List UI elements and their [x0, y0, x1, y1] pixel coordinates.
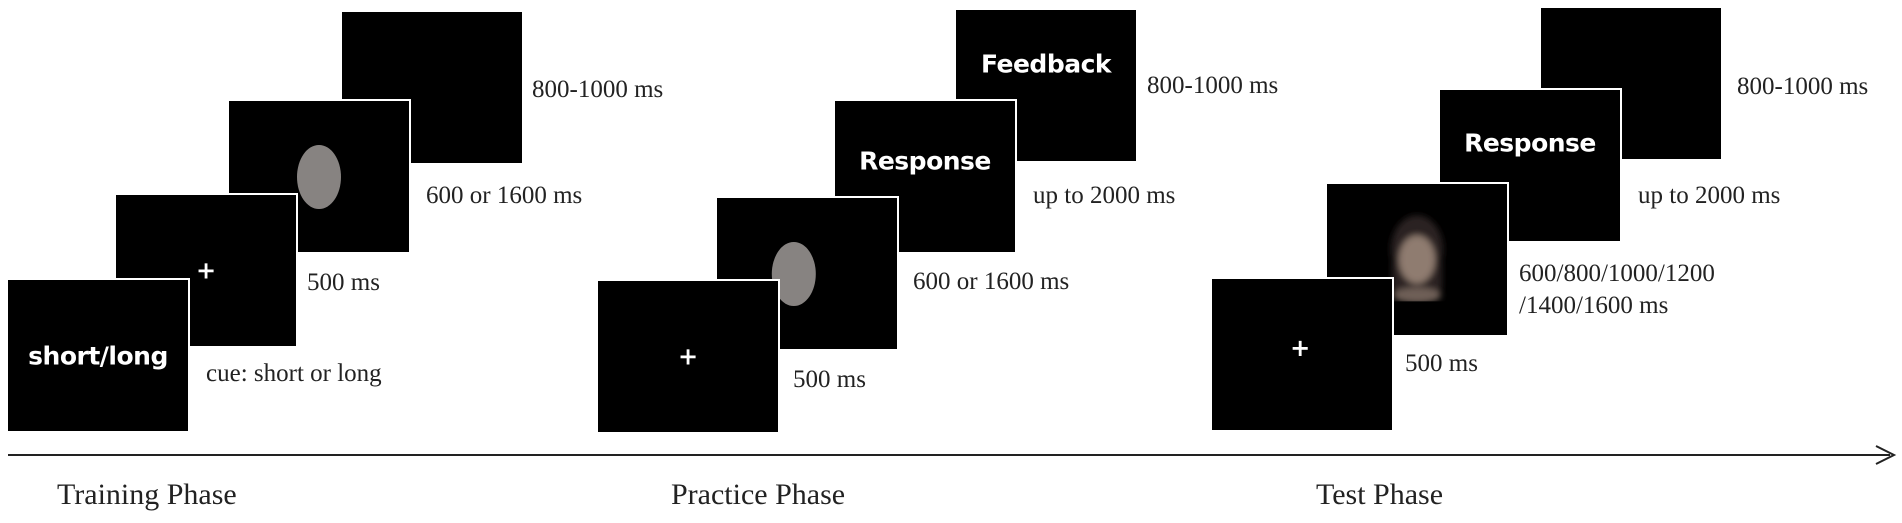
response-label: Response [1464, 128, 1596, 158]
fixation-cross-icon: + [1290, 333, 1311, 362]
gray-oval-icon [297, 144, 341, 209]
test-timing-response: up to 2000 ms [1638, 182, 1781, 209]
test-timing-face-line1: 600/800/1000/1200 [1519, 260, 1715, 287]
training-timing-blank: 800-1000 ms [532, 76, 664, 103]
training-cue-screen: short/long [6, 278, 190, 433]
practice-phase-label: Practice Phase [671, 478, 846, 511]
timeline-arrow-icon [8, 445, 1897, 465]
test-timing-blank: 800-1000 ms [1737, 73, 1869, 100]
training-timing-oval: 600 or 1600 ms [426, 182, 583, 209]
test-fixation-screen: + [1210, 277, 1394, 432]
practice-fixation-screen: + [596, 279, 780, 434]
practice-feedback-screen: Feedback [954, 8, 1138, 163]
response-label: Response [859, 146, 991, 176]
fixation-cross-icon: + [677, 341, 699, 370]
training-timing-fixation: 500 ms [307, 269, 380, 296]
test-phase-label: Test Phase [1316, 478, 1444, 511]
fixation-cross-icon: + [195, 255, 217, 284]
test-timing-fixation: 500 ms [1405, 350, 1478, 377]
feedback-label: Feedback [980, 49, 1112, 79]
cue-label: short/long [28, 341, 168, 370]
practice-response-screen: Response [833, 99, 1017, 254]
training-timing-cue: cue: short or long [206, 360, 382, 387]
practice-timing-fixation: 500 ms [793, 366, 866, 393]
practice-timing-oval: 600 or 1600 ms [913, 268, 1070, 295]
blurred-face-icon [1391, 214, 1443, 301]
training-phase-label: Training Phase [57, 478, 237, 511]
test-timing-face-line2: /1400/1600 ms [1519, 292, 1669, 319]
practice-timing-feedback: 800-1000 ms [1147, 72, 1279, 99]
practice-timing-response: up to 2000 ms [1033, 182, 1176, 209]
